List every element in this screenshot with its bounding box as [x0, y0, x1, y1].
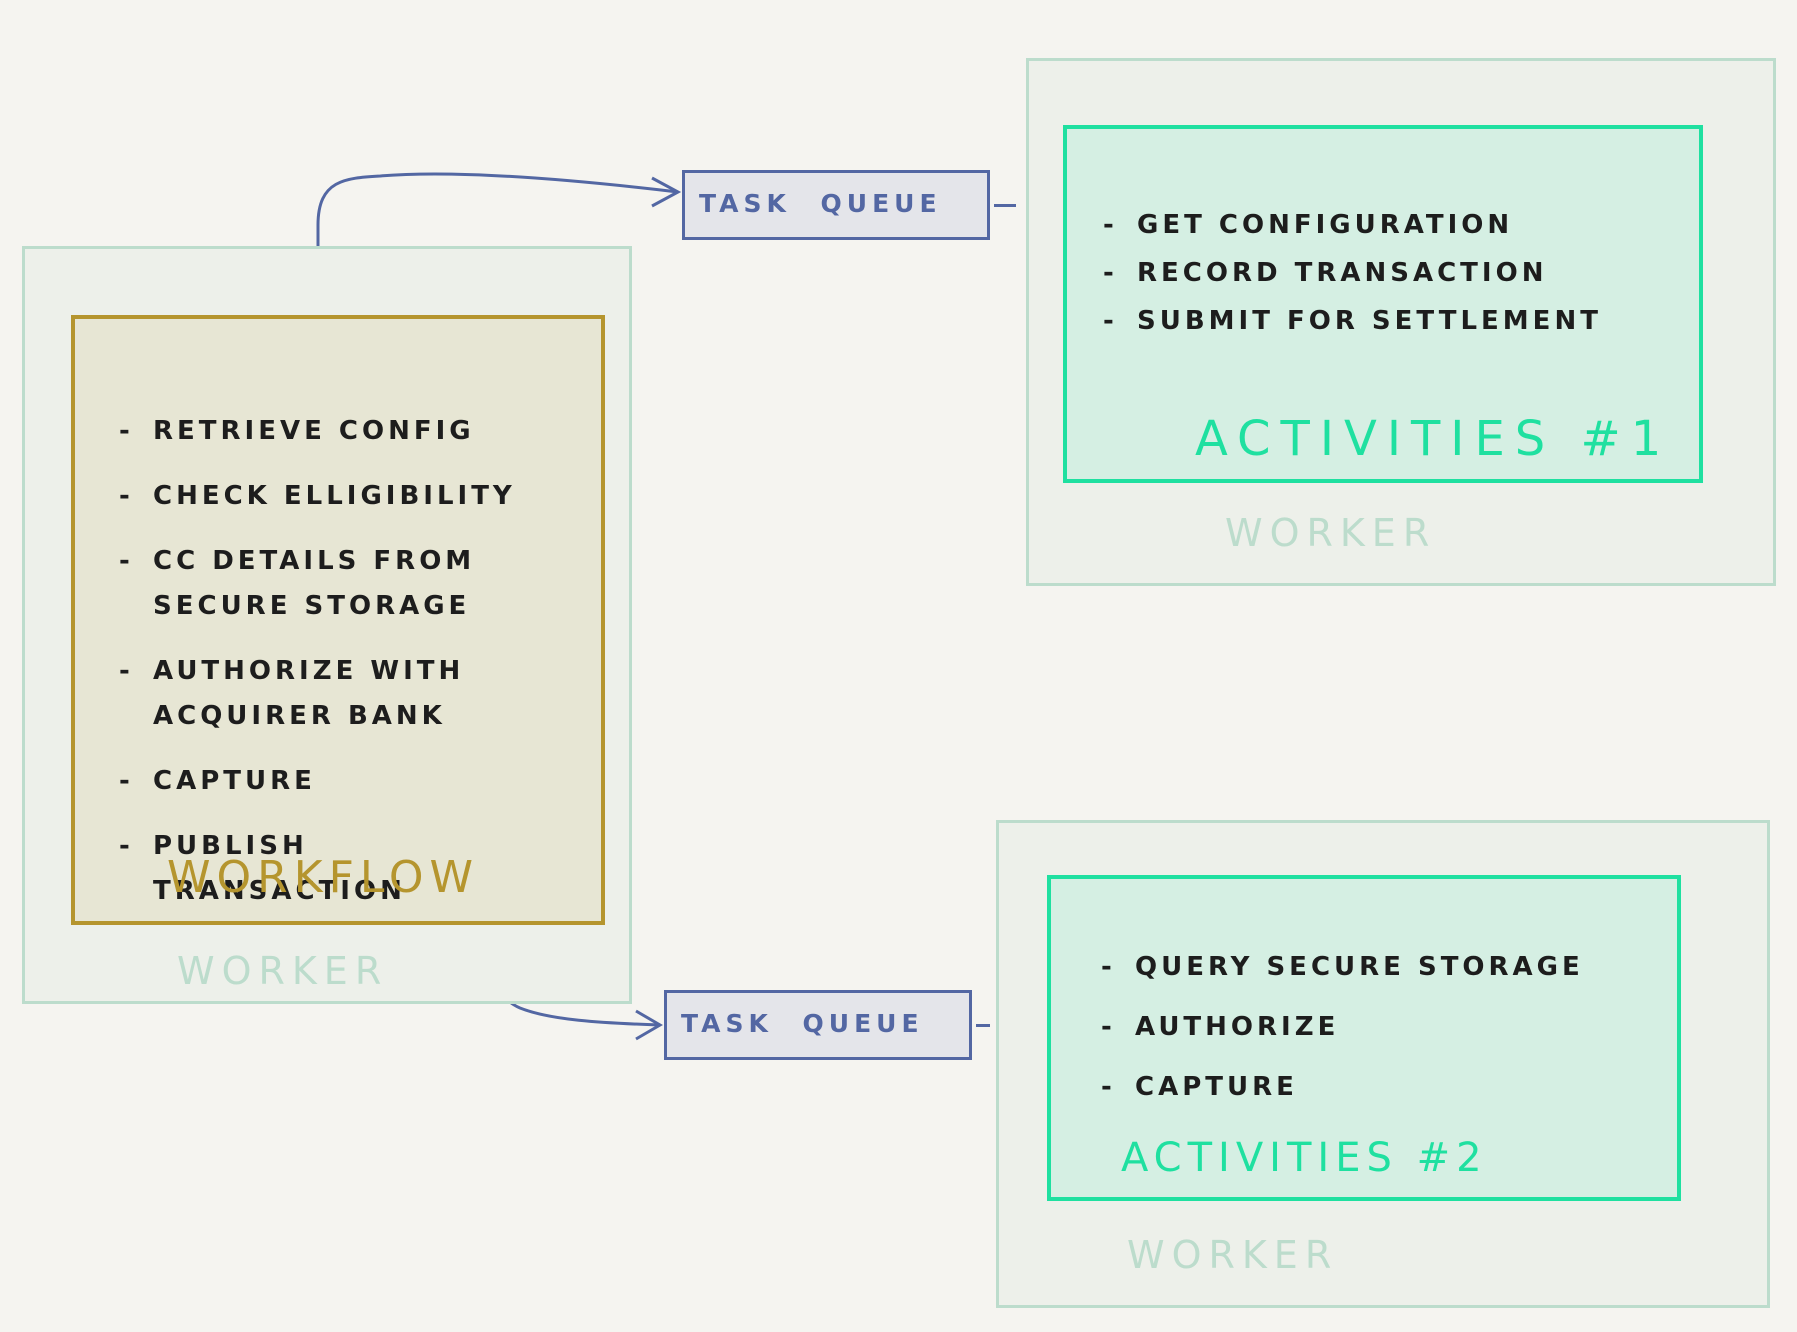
- list-item: Record transaction: [1103, 249, 1703, 297]
- workflow-box: Retrieve config Check elligibility CC de…: [71, 315, 605, 925]
- list-item: Capture: [1101, 1057, 1681, 1117]
- list-item: Query secure storage: [1101, 937, 1681, 997]
- activities-1-box: Get configuration Record transaction Sub…: [1063, 125, 1703, 483]
- workflow-steps: Retrieve config Check elligibility CC de…: [119, 409, 559, 934]
- activities-1-steps: Get configuration Record transaction Sub…: [1103, 201, 1703, 345]
- list-item: Capture: [119, 759, 559, 804]
- task-queue-1: Task Queue: [682, 170, 990, 240]
- queue-1-connector: [994, 204, 1016, 207]
- activities-2-title: Activities #2: [1121, 1135, 1488, 1181]
- list-item: Check elligibility: [119, 474, 559, 519]
- queue-label: Task Queue: [699, 189, 942, 218]
- activities-2-steps: Query secure storage Authorize Capture: [1101, 937, 1681, 1117]
- task-queue-2: Task Queue: [664, 990, 972, 1060]
- list-item: CC details from secure storage: [119, 539, 559, 629]
- arrowhead-queue-2: [635, 1009, 663, 1041]
- list-item: Authorize: [1101, 997, 1681, 1057]
- activities-2-box: Query secure storage Authorize Capture A…: [1047, 875, 1681, 1201]
- list-item: Get configuration: [1103, 201, 1703, 249]
- arrowhead-queue-1: [651, 176, 682, 208]
- list-item: Authorize with acquirer bank: [119, 649, 559, 739]
- list-item: Retrieve config: [119, 409, 559, 454]
- activities-2-worker: Query secure storage Authorize Capture A…: [996, 820, 1770, 1308]
- queue-label: Task Queue: [681, 1009, 924, 1038]
- arrow-workflow-to-queue-1: [316, 172, 679, 308]
- workflow-worker: Retrieve config Check elligibility CC de…: [22, 246, 632, 1004]
- activities-1-title: Activities #1: [1195, 411, 1672, 467]
- list-item: Publish transaction: [119, 824, 559, 914]
- worker-label: Worker: [1225, 511, 1437, 555]
- queue-2-connector: [976, 1024, 990, 1027]
- list-item: Submit for settlement: [1103, 297, 1703, 345]
- workflow-title: Workflow: [167, 852, 479, 903]
- activities-1-worker: Get configuration Record transaction Sub…: [1026, 58, 1776, 586]
- worker-label: Worker: [1127, 1233, 1339, 1277]
- worker-label: Worker: [177, 949, 389, 993]
